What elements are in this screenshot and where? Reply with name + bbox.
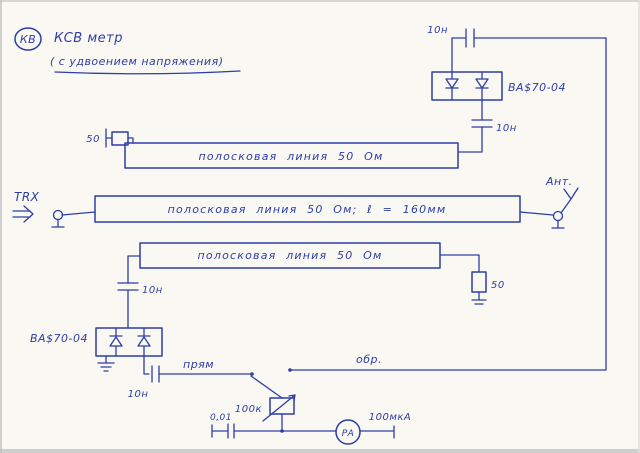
trx-connector-leads [51, 211, 96, 228]
antenna-port-label: Ант. [545, 175, 573, 188]
capacitor-plates [151, 365, 160, 383]
capacitor-plates [117, 282, 139, 291]
diode-pair-label: ВА$70-04 [508, 81, 566, 94]
detector-output-wire [143, 355, 253, 375]
scan-edge-bottom [0, 449, 640, 453]
diode-symbol [445, 78, 459, 89]
page-subtitle: ( с удвоением напряжения) [50, 55, 223, 68]
meter-label: РА [342, 429, 355, 439]
capacitor-plates [465, 28, 475, 48]
diode-pair-box [95, 327, 163, 357]
switch-contact-forward [250, 372, 254, 376]
resistor-body [111, 131, 129, 146]
bottom-detector: ВА$70-04 10н прям [30, 327, 254, 400]
resistor-label: 50 [491, 280, 505, 291]
band-badge-label: КВ [20, 33, 36, 46]
stripline-box [94, 195, 521, 223]
top-detector-wires [451, 37, 607, 153]
meter-circuit: обр. 100к 0,01 РА 100мкА [210, 353, 412, 445]
capacitor-label: 0,01 [210, 413, 232, 423]
forward-label: прям [183, 358, 214, 371]
coupling-wires [127, 255, 141, 329]
junction-dot [280, 429, 284, 433]
diode-pair-box [431, 71, 503, 101]
diode-leads [445, 71, 459, 101]
stripline-box [124, 142, 459, 169]
stripline-label: полосковая линия 50 Ом; ℓ = 160мм [168, 203, 447, 216]
meter-scale-label: 100мкА [369, 412, 412, 423]
trx-connector [52, 209, 64, 221]
band-badge-circle [14, 27, 42, 51]
trx-port-label: TRX [14, 190, 40, 204]
capacitor-plates [471, 119, 493, 128]
capacitor-label: 10н [128, 389, 149, 400]
stripline-label: полосковая линия 50 Ом [198, 249, 383, 262]
switch-contact-reverse [288, 368, 292, 372]
diode-leads [109, 327, 123, 357]
main-line: TRX полосковая линия 50 Ом; ℓ = 160мм Ан… [12, 175, 579, 229]
resistor-leads [439, 254, 487, 305]
capacitor-label: 10н [496, 123, 517, 134]
title-underline [54, 70, 241, 75]
stripline-label: полосковая линия 50 Ом [199, 150, 384, 163]
meter-wires [233, 413, 395, 439]
scan-edge-left [0, 0, 2, 453]
meter-body [335, 419, 361, 445]
top-detector: 10н ВА$70-04 10н [427, 25, 607, 153]
scan-edge-top [0, 0, 640, 2]
antenna-icon [519, 187, 579, 229]
diode-leads [475, 71, 489, 101]
top-coupled-line: полосковая линия 50 Ом 50 [86, 128, 459, 169]
page-title: КСВ метр [54, 31, 123, 46]
switch-arm [250, 375, 283, 399]
reverse-label: обр. [356, 353, 382, 366]
scan-edge-right [638, 0, 640, 453]
diode-symbol [475, 78, 489, 89]
signal-arrow-icon [12, 205, 34, 223]
diode-symbol [137, 336, 151, 347]
potentiometer-label: 100к [235, 404, 262, 415]
resistor-label: 50 [86, 134, 100, 145]
resistor-leads [105, 128, 134, 148]
bottom-coupled-line: полосковая линия 50 Ом 50 10н [117, 242, 505, 329]
capacitor-plates [211, 423, 235, 439]
resistor-body [471, 271, 487, 293]
diode-pair-label: ВА$70-04 [30, 332, 88, 345]
diode-leads [137, 327, 151, 357]
ground-icon [97, 355, 115, 372]
title-block: КВ КСВ метр ( с удвоением напряжения) [14, 27, 241, 75]
potentiometer-arrow-icon [262, 394, 296, 422]
capacitor-label: 10н [142, 285, 163, 296]
reverse-return-wire [289, 37, 607, 371]
diode-symbol [109, 336, 123, 347]
capacitor-label: 10н [427, 25, 448, 36]
